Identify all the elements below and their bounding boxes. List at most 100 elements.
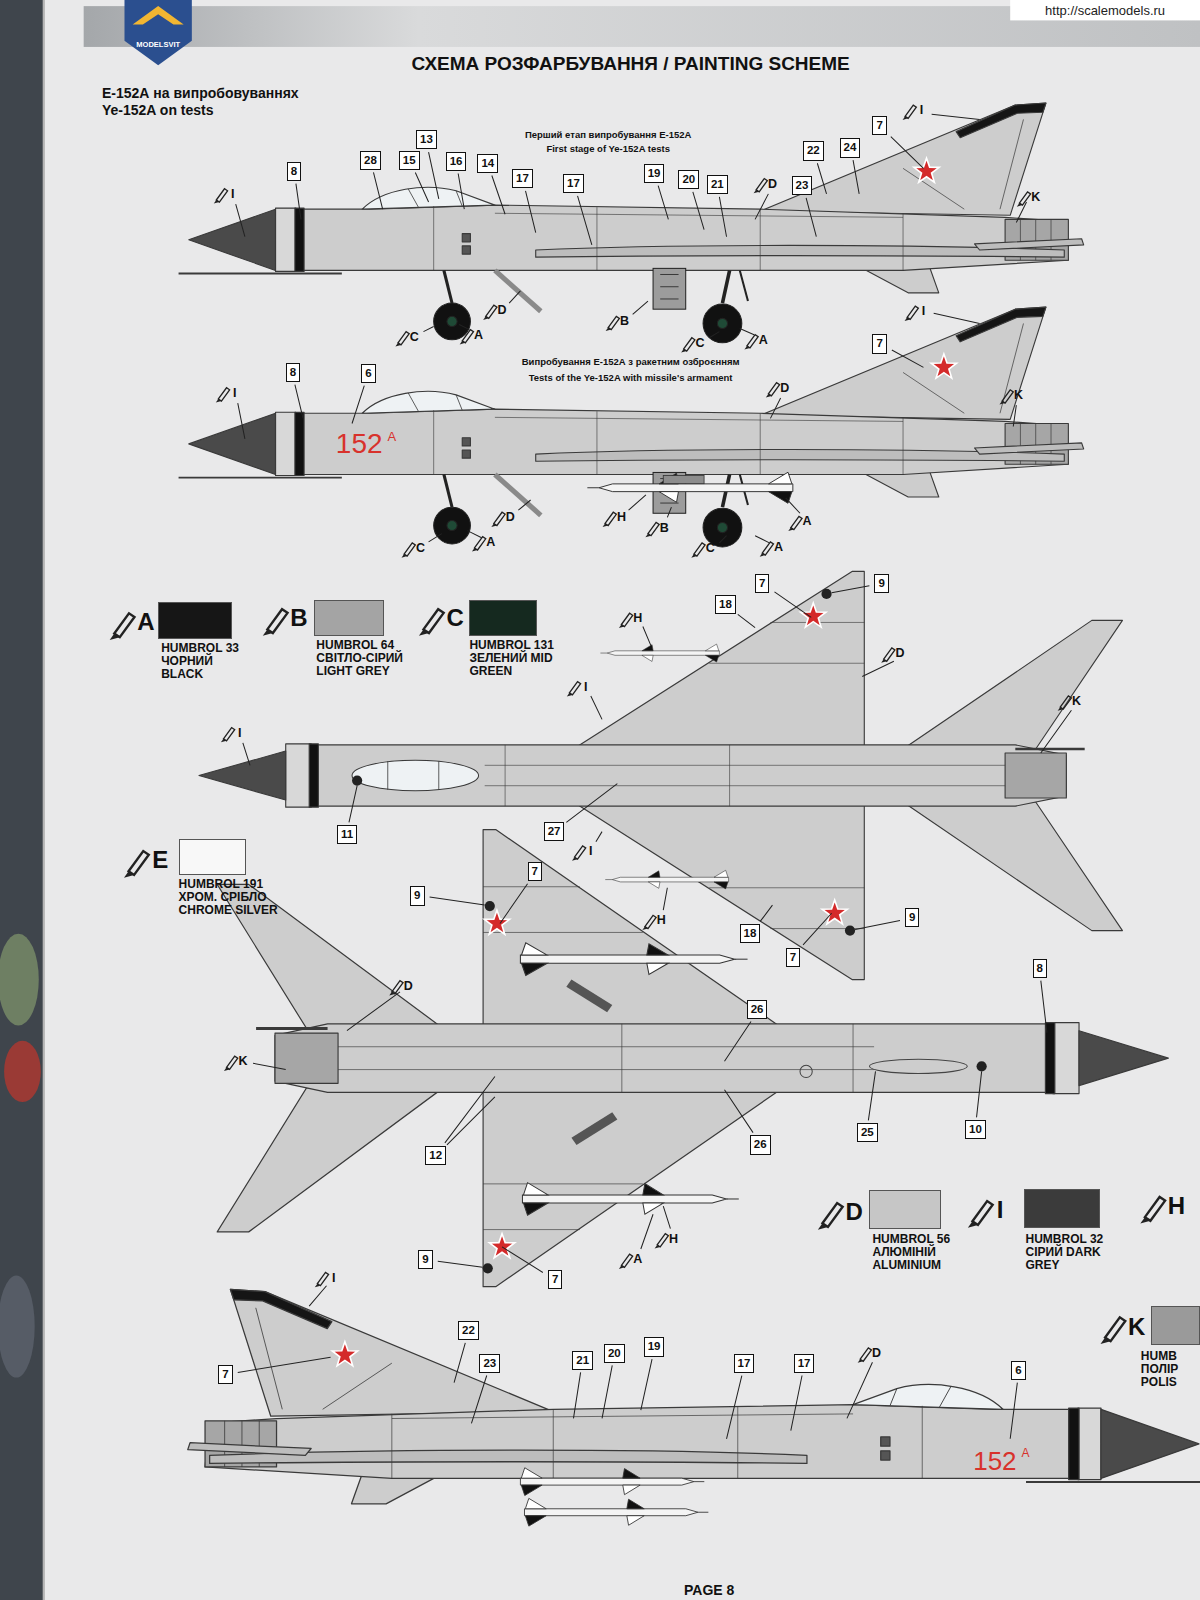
paint-letter: I <box>997 1198 1004 1222</box>
callout-box: 19 <box>644 1337 665 1356</box>
callout-number: 18 <box>744 927 757 940</box>
callout-box: 20 <box>678 170 699 189</box>
paint-callout: I <box>231 188 234 201</box>
paint-letter: H <box>1168 1194 1185 1218</box>
color-swatch <box>469 600 536 636</box>
paint-callout: A <box>759 334 768 347</box>
callout-box: 7 <box>755 574 769 593</box>
paint-callout: I <box>332 1271 335 1284</box>
callout-box: 12 <box>425 1146 446 1165</box>
callout-number: 17 <box>567 177 580 190</box>
callout-number: 26 <box>754 1138 767 1151</box>
paint-callout: K <box>1014 389 1023 402</box>
callout-box: 7 <box>786 948 800 967</box>
callout-box: 21 <box>572 1351 593 1370</box>
paint-name: HUMBROL 64 СВІТЛО-СІРИЙ LIGHT GREY <box>316 639 423 678</box>
callout-box: 19 <box>644 164 665 183</box>
callout-number: 6 <box>1015 1364 1021 1377</box>
callout-box: 7 <box>872 334 886 353</box>
callout-box: 26 <box>747 1000 768 1019</box>
callout-box: 7 <box>528 862 542 881</box>
callout-number: 23 <box>796 179 809 192</box>
paint-callout: C <box>410 330 419 343</box>
color-swatch <box>1024 1189 1101 1228</box>
callout-number: 17 <box>516 172 529 185</box>
paint-callout: D <box>497 304 506 317</box>
callout-box: 26 <box>750 1135 771 1154</box>
callout-number: 27 <box>548 825 561 838</box>
tail-number-suffix: A <box>387 429 396 442</box>
aircraft-side-view <box>188 1289 1200 1526</box>
callout-box: 14 <box>477 154 498 173</box>
paint-callout: H <box>633 612 642 625</box>
callout-box: 18 <box>715 595 736 614</box>
callout-number: 12 <box>429 1149 442 1162</box>
tail-number: 152 <box>336 430 383 458</box>
callout-number: 23 <box>483 1357 496 1370</box>
desk-blot <box>0 1276 35 1378</box>
view-caption: Перший етап випробування Е-152А <box>525 130 692 140</box>
callout-number: 24 <box>844 141 857 154</box>
paint-callout: C <box>706 542 715 555</box>
callout-box: 8 <box>287 162 301 181</box>
desk-blot <box>4 1041 41 1102</box>
callout-box: 9 <box>418 1250 432 1269</box>
callout-number: 22 <box>462 1324 475 1337</box>
paint-callout: H <box>657 914 666 927</box>
callout-number: 26 <box>751 1003 764 1016</box>
desk-blot <box>0 934 39 1026</box>
paint-callout: D <box>506 511 515 524</box>
callout-number: 21 <box>711 178 724 191</box>
callout-number: 8 <box>291 165 297 178</box>
color-swatch <box>158 602 232 639</box>
callout-number: 17 <box>798 1357 811 1370</box>
paint-callout: C <box>416 542 425 555</box>
paint-callout: K <box>238 1055 247 1068</box>
callout-box: 22 <box>458 1321 479 1340</box>
paint-leader-line <box>236 114 1072 1418</box>
view-caption: Tests of the Ye-152A with missile's arma… <box>529 373 733 383</box>
callout-box: 10 <box>965 1120 986 1139</box>
paint-callout: D <box>872 1347 881 1360</box>
aircraft-side-view <box>179 103 1084 343</box>
paint-name: HUMBROL 33 ЧОРНИЙ BLACK <box>161 642 258 681</box>
aircraft-bottom-view <box>217 830 1168 1287</box>
paint-callout: I <box>922 305 925 318</box>
callout-number: 8 <box>1037 962 1043 975</box>
callout-box: 17 <box>794 1354 815 1373</box>
color-swatch <box>314 600 383 636</box>
paint-letter: B <box>290 606 307 630</box>
callout-number: 7 <box>790 951 796 964</box>
logo-text: MODELSVIT <box>136 41 180 49</box>
callout-number: 7 <box>759 577 765 590</box>
paint-callout: B <box>660 521 669 534</box>
tail-number-suffix: A <box>1021 1447 1029 1459</box>
callout-box: 24 <box>840 138 861 157</box>
callout-number: 8 <box>290 366 296 379</box>
callout-number: 25 <box>861 1126 874 1139</box>
color-swatch <box>179 839 246 876</box>
callout-number: 22 <box>807 144 820 157</box>
callout-box: 22 <box>803 141 824 160</box>
paint-callout: I <box>238 726 241 739</box>
callout-box: 7 <box>872 116 886 135</box>
paint-callout: A <box>774 541 783 554</box>
callout-box: 6 <box>361 364 375 383</box>
callout-number: 20 <box>682 173 695 186</box>
callout-box: 23 <box>479 1354 500 1373</box>
paint-callout: B <box>620 315 629 328</box>
callout-box: 23 <box>792 176 813 195</box>
paint-callout: A <box>803 515 812 528</box>
callout-box: 27 <box>544 822 565 841</box>
paint-callout: D <box>780 382 789 395</box>
watermark: http://scalemodels.ru <box>1045 4 1165 17</box>
paint-callout: D <box>404 979 413 992</box>
tail-number: 152 <box>973 1448 1016 1474</box>
paint-letter: K <box>1128 1315 1145 1339</box>
aircraft-top-view <box>199 571 1122 979</box>
paint-name: HUMBROL 131 ЗЕЛЕНИЙ MID GREEN <box>469 639 571 678</box>
paint-letter: C <box>446 606 463 630</box>
callout-number: 19 <box>648 167 661 180</box>
